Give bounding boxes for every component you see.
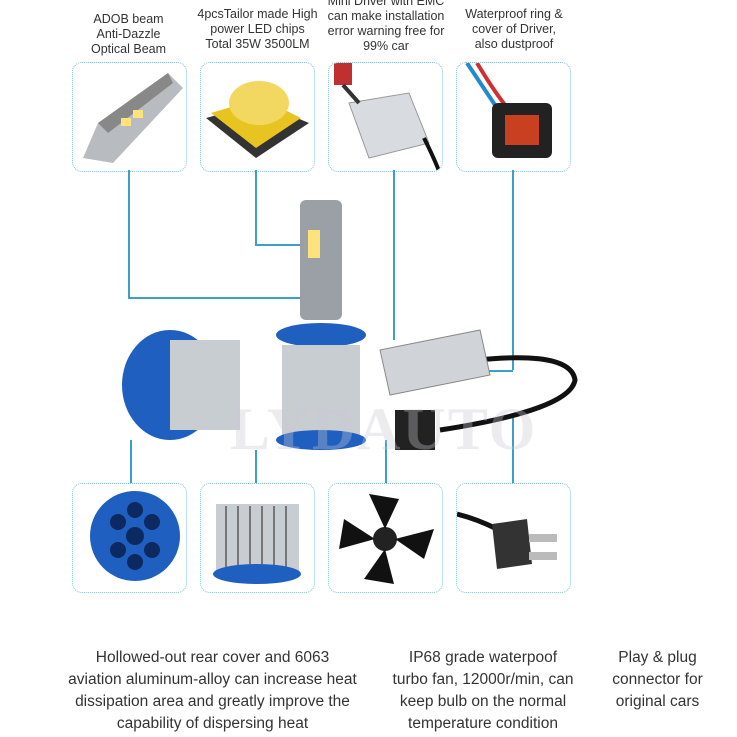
caption-line: error warning free for [327,24,445,38]
watermark: LYDAUTO [230,396,538,462]
caption-line: cover of Driver, [471,22,557,36]
plug-connector-image [456,483,571,593]
rear-cover-image [72,483,187,593]
led-chip-image [200,62,315,172]
driver-image [328,62,443,172]
caption-line: keep bulb on the normal [399,693,567,710]
caption-line: Play & plug [618,649,697,666]
caption-line: also dustproof [474,37,554,51]
caption-turbo-fan: IP68 grade waterpoof turbo fan, 12000r/m… [383,647,583,735]
caption-line: dissipation area and greatly improve the [75,693,350,710]
headlight-bulb-image [122,200,578,450]
caption-line: Total 35W 3500LM [205,37,310,51]
connector-line [512,418,514,483]
caption-chips: 4pcsTailor made High power LED chips Tot… [190,7,325,52]
caption-line: ADOB beam [93,12,164,26]
caption-line: Optical Beam [90,42,167,56]
connector-line [255,170,257,245]
caption-line: Mini Driver with EMC [327,0,445,8]
caption-beam: ADOB beam Anti-Dazzle Optical Beam [72,12,185,57]
waterproof-ring-image [456,62,571,172]
caption-line: Anti-Dazzle [96,27,161,41]
connector-line [488,370,513,372]
connector-line [130,440,132,483]
caption-heat-dissipation: Hollowed-out rear cover and 6063 aviatio… [45,647,380,735]
caption-line: aviation aluminum-alloy can increase hea… [68,671,357,688]
caption-driver: Mini Driver with EMC can make installati… [322,0,450,54]
caption-line: Hollowed-out rear cover and 6063 [95,649,330,666]
caption-line: original cars [615,693,700,710]
connector-line [255,450,257,483]
caption-line: 4pcsTailor made High [197,7,318,21]
caption-line: Waterproof ring & [465,7,563,21]
connector-line [255,244,305,246]
caption-line: IP68 grade waterpoof [408,649,558,666]
caption-line: capability of dispersing heat [116,715,309,732]
caption-line: temperature condition [408,715,558,732]
connector-line [512,170,514,370]
caption-line: 99% car [363,39,409,53]
caption-line: power LED chips [210,22,305,36]
caption-plug: Play & plug connector for original cars [590,647,725,713]
connector-line [128,170,130,298]
caption-line: turbo fan, 12000r/min, can [392,671,574,688]
connector-line [393,170,395,340]
caption-waterproof: Waterproof ring & cover of Driver, also … [450,7,578,52]
aluminum-heatsink-image [200,483,315,593]
connector-line [128,297,303,299]
caption-line: connector for [612,671,703,688]
connector-line [385,440,387,483]
caption-line: can make installation [327,9,445,23]
turbo-fan-image [328,483,443,593]
beam-detail-image [72,62,187,172]
